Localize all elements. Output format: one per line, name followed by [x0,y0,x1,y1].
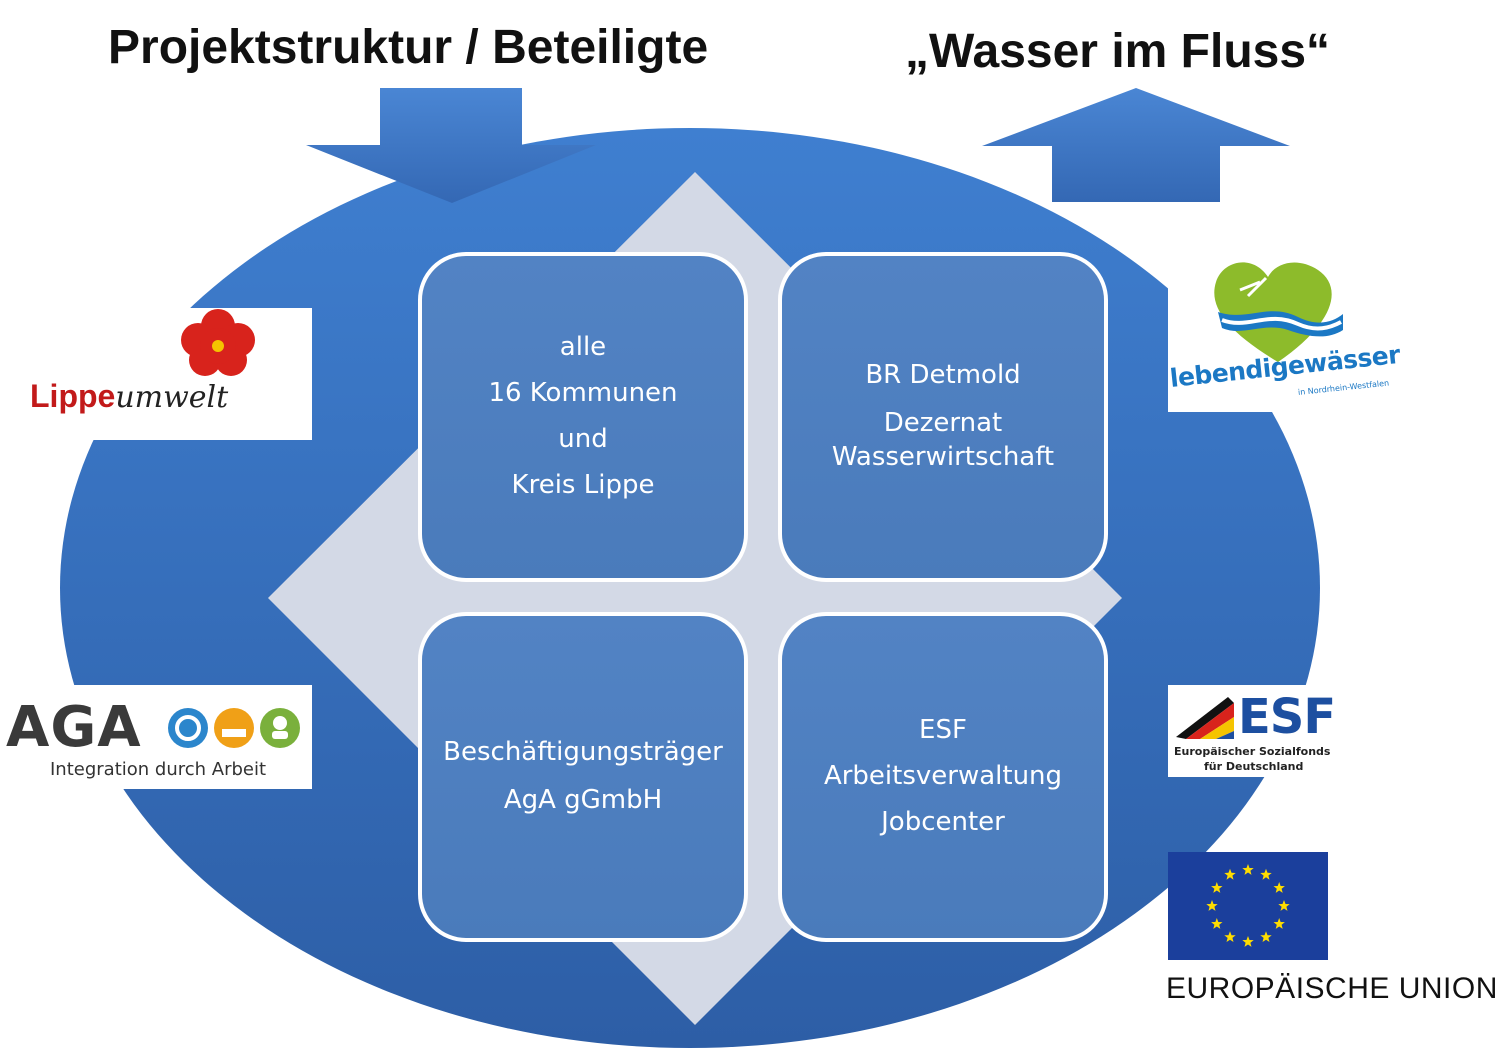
eu-star [1211,882,1223,893]
box-kommunen-line-1: alle [559,332,607,363]
lippe-umwelt-logo: Lippeumwelt [30,308,312,440]
box-esf-line-1: ESF [919,715,967,746]
eu-star [1211,918,1223,929]
esf-line-2: für Deutschland [1204,760,1304,773]
german-flag-swoosh-icon [1176,697,1234,739]
box-kommunen-line-3: und [558,424,608,454]
eu-star [1242,864,1254,875]
aga-wordmark: AGA [6,695,142,760]
lippe-word: Lippe [30,378,116,414]
box-beschaeftigungstraeger-line-1: Beschäftigungsträger [443,737,723,768]
umwelt-word: umwelt [115,380,229,415]
eu-star [1242,936,1254,947]
eu-star [1260,931,1272,942]
eu-flag-icon [1168,852,1328,960]
eu-star [1278,900,1290,911]
eu-star [1224,868,1236,880]
box-kommunen: alle 16 Kommunen und Kreis Lippe [418,252,748,582]
box-beschaeftigungstraeger: Beschäftigungsträger AgA gGmbH [418,612,748,942]
title-wasser-im-fluss: „Wasser im Fluss“ [905,25,1331,78]
eu-star [1260,868,1272,880]
esf-wordmark: ESF [1238,689,1336,745]
box-beschaeftigungstraeger-line-2: AgA gGmbH [503,785,663,815]
box-esf-line-3: Jobcenter [881,806,1005,837]
aga-tagline: Integration durch Arbeit [50,759,267,780]
aga-logo: AGA Integration durch Arbeit [0,685,312,789]
eu-star [1206,900,1218,911]
box-br-detmold: BR Detmold Dezernat Wasserwirtschaft [778,252,1108,582]
eu-star [1273,918,1285,929]
box-br-detmold-line-2: Dezernat [883,408,1003,439]
box-esf: ESF Arbeitsverwaltung Jobcenter [778,612,1108,942]
lebendige-waesser-logo: lebendigewässer in Nordrhein-Westfalen [1168,252,1408,412]
title-project-structure: Projektstruktur / Beteiligte [108,21,709,74]
up-arrow [982,88,1290,202]
eu-star [1273,882,1285,893]
eu-label: EUROPÄISCHE UNION [1166,972,1498,1005]
esf-line-1: Europäischer Sozialfonds [1174,745,1331,758]
eu-star [1224,931,1236,942]
hands-icon [214,708,254,748]
heart-river-icon [1214,262,1343,362]
down-arrow [306,88,596,203]
box-esf-line-2: Arbeitsverwaltung [823,761,1063,792]
box-kommunen-line-4: Kreis Lippe [511,469,655,500]
box-br-detmold-line-1: BR Detmold [865,360,1021,391]
recycle-icon [168,708,208,748]
esf-logo: ESF Europäischer Sozialfonds für Deutsch… [1168,685,1348,777]
box-br-detmold-line-3: Wasserwirtschaft [831,441,1055,472]
box-kommunen-line-2: 16 Kommunen [488,378,678,409]
lippe-rose-icon [181,309,255,376]
